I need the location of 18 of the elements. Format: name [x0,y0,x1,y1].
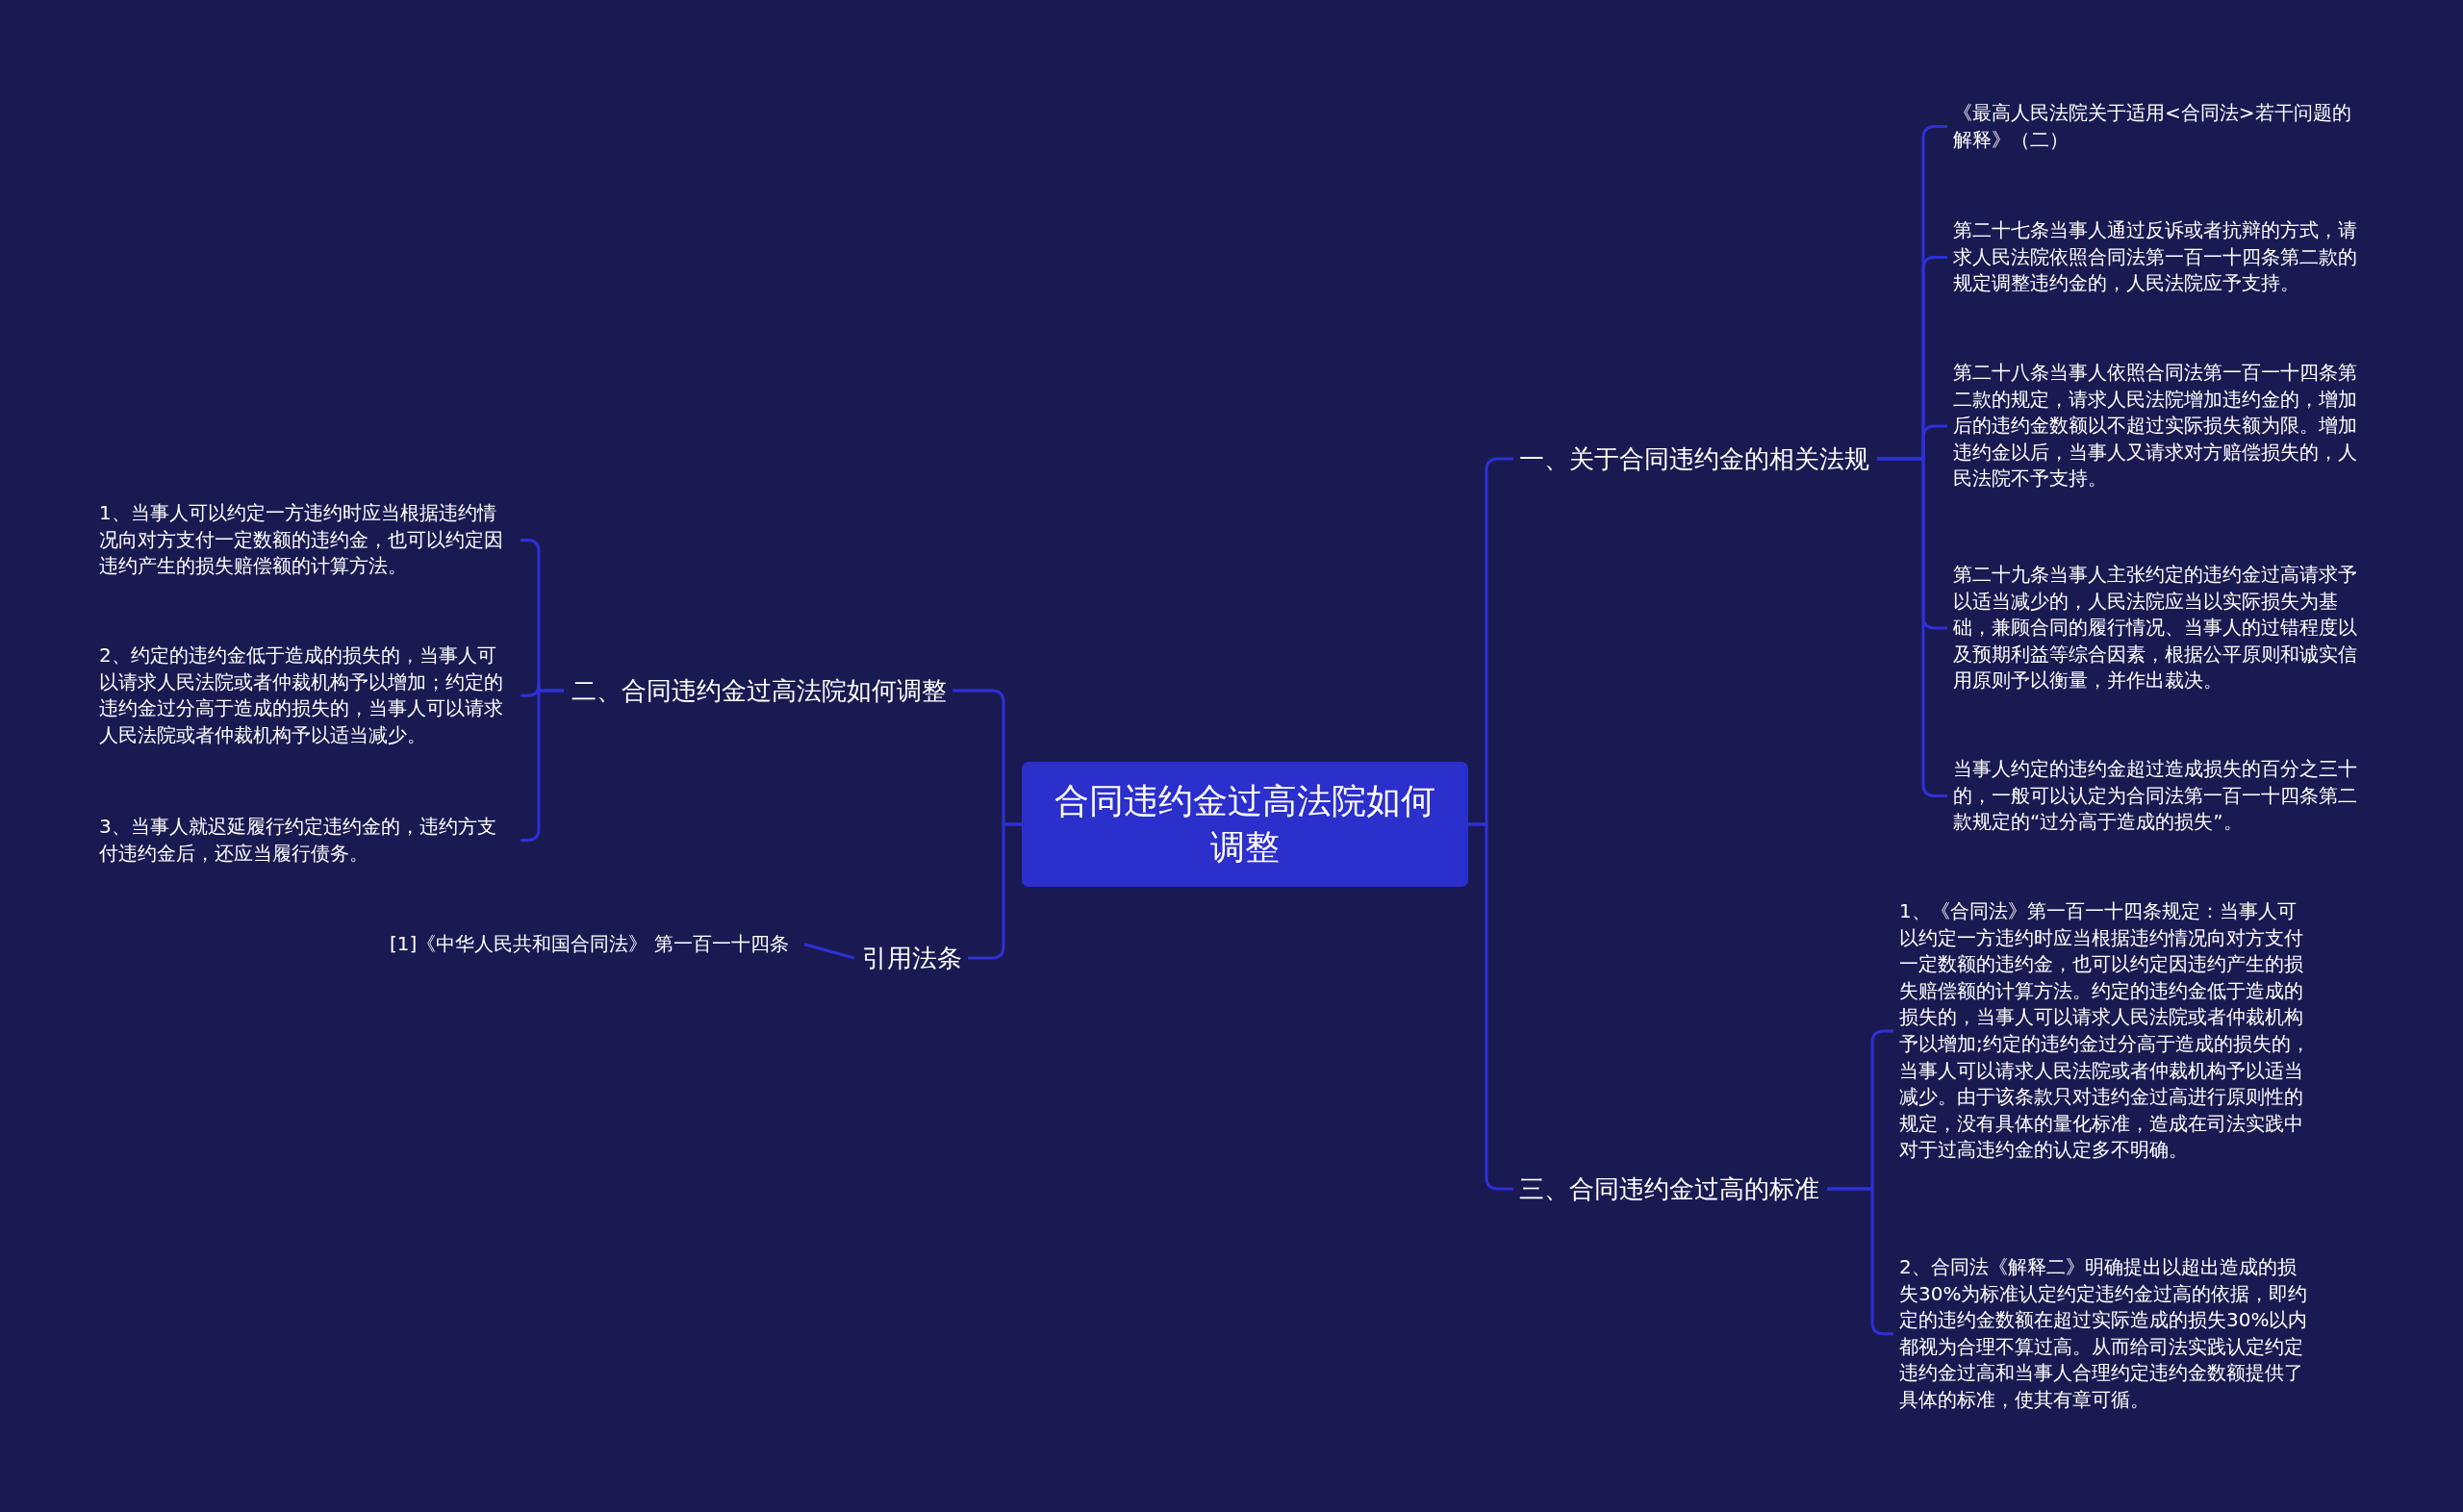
branch-topic: 一、关于合同违约金的相关法规 [1519,442,1869,475]
topic-text: 3、当事人就迟延履行约定违约金的，违约方支付违约金后，还应当履行债务。 [99,814,515,868]
topic-text: [1]《中华人民共和国合同法》 第一百一十四条 [390,931,799,958]
branch-topic: 二、合同违约金过高法院如何调整 [571,674,947,707]
topic-text: 第二十九条当事人主张约定的违约金过高请求予以适当减少的，人民法院应当以实际损失为基础，兼顾合同的履行情况、当事人的过错程度以及预期利益等综合因素，根据公平原则和诚实信用原则予以衡量，并作出裁决。 [1953,562,2365,694]
topic-text: 当事人约定的违约金超过造成损失的百分之三十的，一般可以认定为合同法第一百一十四条第二款规定的“过分高于造成的损失”。 [1953,756,2365,836]
topic-text: 1、《合同法》第一百一十四条规定：当事人可以约定一方违约时应当根据违约情况向对方支付一定数额的违约金，也可以约定因违约产生的损失赔偿额的计算方法。约定的违约金低于造成的损失的，当事人可以请求人民法院或者仲裁机构予以增加;约定的违约金过分高于造成的损失的，当事人可以请求人民法院或者仲裁机构予以适当减少。由于该条款只对违约金过高进行原则性的规定，没有具体的量化标准，造成在司法实践中对于过高违约金的认定多不明确。 [1899,898,2315,1164]
branch-topic: 三、合同违约金过高的标准 [1519,1172,1819,1205]
connector-line [803,943,855,960]
connector-line [968,822,1022,960]
topic-text: 2、约定的违约金低于造成的损失的，当事人可以请求人民法院或者仲裁机构予以增加；约定的违约金过分高于造成的损失的，当事人可以请求人民法院或者仲裁机构予以适当减少。 [99,643,515,749]
topic-text: 第二十八条当事人依照合同法第一百一十四条第二款的规定，请求人民法院增加违约金的，增加后的违约金数额以不超过实际损失额为限。增加违约金以后，当事人又请求对方赔偿损失的，人民法院不予支持。 [1953,360,2365,492]
topic-text: 《最高人民法院关于适用<合同法>若干问题的解释》（二） [1953,100,2365,154]
topic-text: 第二十七条当事人通过反诉或者抗辩的方式，请求人民法院依照合同法第一百一十四条第二款的规定调整违约金的，人民法院应予支持。 [1953,217,2365,297]
topic-text: 1、当事人可以约定一方违约时应当根据违约情况向对方支付一定数额的违约金，也可以约定因违约产生的损失赔偿额的计算方法。 [99,500,515,580]
central-topic-box: 合同违约金过高法院如何调整 [1022,762,1468,887]
branch-topic: 引用法条 [862,942,962,974]
topic-text: 2、合同法《解释二》明确提出以超出造成的损失30%为标准认定约定违约金过高的依据，即约定的违约金数额在超过实际造成的损失30%以内都视为合理不算过高。从而给司法实践认定约定违约金过高和当事人合理约定违约金数额提供了具体的标准，使其有章可循。 [1899,1254,2315,1414]
